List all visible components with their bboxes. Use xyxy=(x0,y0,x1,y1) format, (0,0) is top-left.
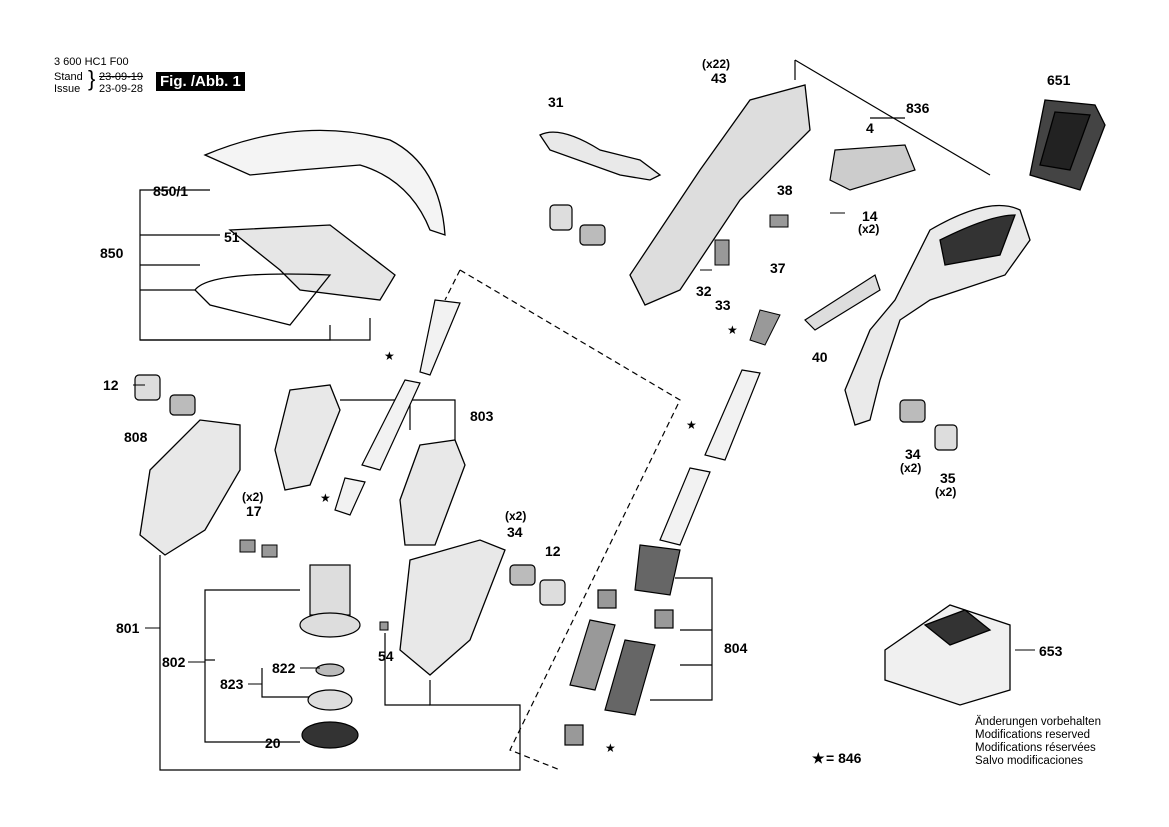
part-33 xyxy=(714,239,730,266)
part-label-43: 43 xyxy=(711,70,727,86)
trigger-40 xyxy=(804,274,881,331)
main-housing xyxy=(844,204,1031,426)
star-marker: ★ xyxy=(605,741,616,755)
note-line-3: Modifications réservées xyxy=(975,742,1096,754)
connector xyxy=(749,309,781,346)
part-37 xyxy=(769,214,789,228)
part-label-17: 17 xyxy=(246,503,262,519)
star-marker: ★ xyxy=(686,418,697,432)
note-line-1: Änderungen vorbehalten xyxy=(975,716,1101,728)
doc-number: 3 600 HC1 F00 xyxy=(54,56,129,68)
part-label-33: 33 xyxy=(715,297,731,313)
part-label-51: 51 xyxy=(224,229,240,245)
brace-icon: } xyxy=(88,66,96,91)
part-label-34a: 34 xyxy=(507,524,523,540)
star-marker: ★ xyxy=(727,323,738,337)
part-label-808: 808 xyxy=(124,429,148,445)
qty-label-43: (x22) xyxy=(702,57,731,71)
part-label-653: 653 xyxy=(1039,643,1063,659)
motor-housing-801 xyxy=(139,419,241,556)
star-marker: ★ xyxy=(384,349,395,363)
qty-label-34a: (x2) xyxy=(505,509,527,523)
qty-label-14: (x2) xyxy=(858,222,880,236)
part-label-836: 836 xyxy=(906,100,930,116)
spring-left xyxy=(169,394,196,416)
stand-label: Stand xyxy=(54,71,83,83)
figure-label: Fig. /Abb. 1 xyxy=(156,72,245,91)
part-label-35: 35 xyxy=(940,470,956,486)
bracket-801 xyxy=(159,555,521,771)
part-label-802: 802 xyxy=(162,654,186,670)
issue-date: 23-09-28 xyxy=(99,83,144,95)
shaft-upper xyxy=(419,299,461,376)
issue-label: Issue xyxy=(54,83,81,95)
part-54 xyxy=(379,621,389,631)
part-label-12b: 12 xyxy=(545,543,561,559)
part-label-651: 651 xyxy=(1047,72,1071,88)
qty-label-17: (x2) xyxy=(242,490,264,504)
part-label-31: 31 xyxy=(548,94,564,110)
part-label-32: 32 xyxy=(696,283,712,299)
part-label-54: 54 xyxy=(378,648,394,664)
battery-holder xyxy=(634,544,681,596)
housing-half-left xyxy=(629,84,811,306)
switch-4 xyxy=(829,144,916,191)
legend-text: = 846 xyxy=(826,750,862,766)
part-label-803: 803 xyxy=(470,408,494,424)
part-label-12a: 12 xyxy=(103,377,119,393)
note-line-2: Modifications reserved xyxy=(975,729,1091,741)
qty-label-35: (x2) xyxy=(935,485,957,499)
part-label-37: 37 xyxy=(770,260,786,276)
part-label-804: 804 xyxy=(724,640,748,656)
part-label-38: 38 xyxy=(777,182,793,198)
motor-802 xyxy=(309,564,351,616)
part-label-34b: 34 xyxy=(905,446,921,462)
qty-label-34b: (x2) xyxy=(900,461,922,475)
part-label-850: 850 xyxy=(100,245,124,261)
part-label-822: 822 xyxy=(272,660,296,676)
part-17a xyxy=(239,539,256,553)
part-label-4: 4 xyxy=(866,120,874,136)
part-label-40: 40 xyxy=(812,349,828,365)
part-label-20: 20 xyxy=(265,735,281,751)
motor-cover xyxy=(399,539,506,676)
legend-star: ★ xyxy=(812,750,825,766)
star-marker: ★ xyxy=(320,491,331,505)
part-label-823: 823 xyxy=(220,676,244,692)
handle-grip-31 xyxy=(539,131,662,181)
guard-cover xyxy=(203,129,446,236)
part-label-850-1: 850/1 xyxy=(153,183,189,199)
part-label-801: 801 xyxy=(116,620,140,636)
part-label-14: 14 xyxy=(862,208,878,224)
note-line-4: Salvo modificaciones xyxy=(975,755,1084,767)
stand-date: 23-09-19 xyxy=(99,71,144,83)
cover-803 xyxy=(274,384,341,491)
